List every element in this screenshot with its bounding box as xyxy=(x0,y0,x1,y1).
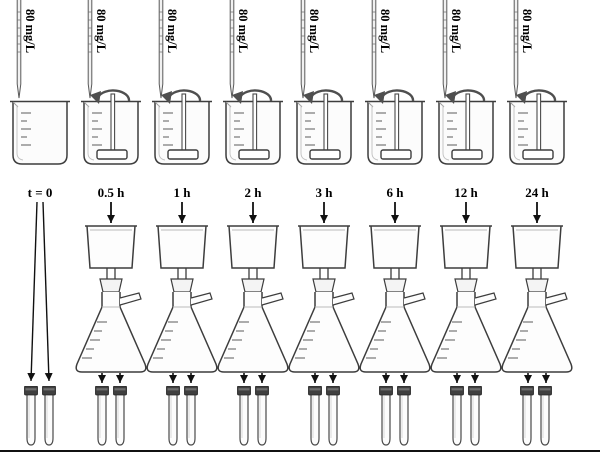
test-tube-icon xyxy=(112,386,128,446)
test-tube-icon xyxy=(378,386,394,446)
concentration-label: 80 mg/L xyxy=(449,9,463,53)
concentration-label: 80 mg/L xyxy=(23,9,37,53)
filter-flask-icon xyxy=(75,225,147,373)
pipette-icon xyxy=(158,0,164,99)
down-arrow-icon xyxy=(42,201,53,382)
pipette-icon xyxy=(371,0,377,99)
time-label: t = 0 xyxy=(28,185,53,200)
test-tube-icon xyxy=(23,386,39,446)
pipette-icon xyxy=(16,0,22,99)
experiment-column: 80 mg/L 6 h xyxy=(359,0,431,446)
test-tube-icon xyxy=(325,386,341,446)
test-tube-icon xyxy=(94,386,110,446)
time-label: 24 h xyxy=(525,185,549,200)
filter-flask-icon xyxy=(359,225,431,373)
test-tube-icon xyxy=(537,386,553,446)
test-tube-icon xyxy=(183,386,199,446)
time-label: 12 h xyxy=(454,185,478,200)
concentration-label: 80 mg/L xyxy=(94,9,108,53)
pipette-icon xyxy=(513,0,519,99)
pipette-icon xyxy=(87,0,93,99)
time-label: 6 h xyxy=(387,185,405,200)
test-tube-icon xyxy=(519,386,535,446)
experiment-column: 80 mg/L t = 0 xyxy=(10,0,70,446)
test-tube-icon xyxy=(396,386,412,446)
filter-flask-icon xyxy=(217,225,289,373)
time-label: 0.5 h xyxy=(98,185,126,200)
experiment-column: 80 mg/L 1 h xyxy=(146,0,218,446)
filter-flask-icon xyxy=(430,225,502,373)
test-tube-icon xyxy=(41,386,57,446)
pipette-icon xyxy=(442,0,448,99)
pipette-icon xyxy=(300,0,306,99)
concentration-label: 80 mg/L xyxy=(378,9,392,53)
time-label: 3 h xyxy=(316,185,334,200)
test-tube-icon xyxy=(254,386,270,446)
experiment-column: 80 mg/L 0.5 h xyxy=(75,0,147,446)
experiment-column: 80 mg/L 3 h xyxy=(288,0,360,446)
filter-flask-icon xyxy=(146,225,218,373)
pipette-icon xyxy=(229,0,235,99)
experiment-column: 80 mg/L 2 h xyxy=(217,0,289,446)
test-tube-icon xyxy=(467,386,483,446)
concentration-label: 80 mg/L xyxy=(165,9,179,53)
experiment-column: 80 mg/L 12 h xyxy=(430,0,502,446)
test-tube-icon xyxy=(165,386,181,446)
test-tube-icon xyxy=(307,386,323,446)
concentration-label: 80 mg/L xyxy=(307,9,321,53)
test-tube-icon xyxy=(236,386,252,446)
test-tube-icon xyxy=(449,386,465,446)
concentration-label: 80 mg/L xyxy=(520,9,534,53)
time-label: 1 h xyxy=(174,185,192,200)
time-label: 2 h xyxy=(245,185,263,200)
filter-flask-icon xyxy=(501,225,573,373)
beaker-icon xyxy=(10,100,70,165)
down-arrow-icon xyxy=(27,201,38,382)
filter-flask-icon xyxy=(288,225,360,373)
concentration-label: 80 mg/L xyxy=(236,9,250,53)
experiment-column: 80 mg/L 24 h xyxy=(501,0,573,446)
